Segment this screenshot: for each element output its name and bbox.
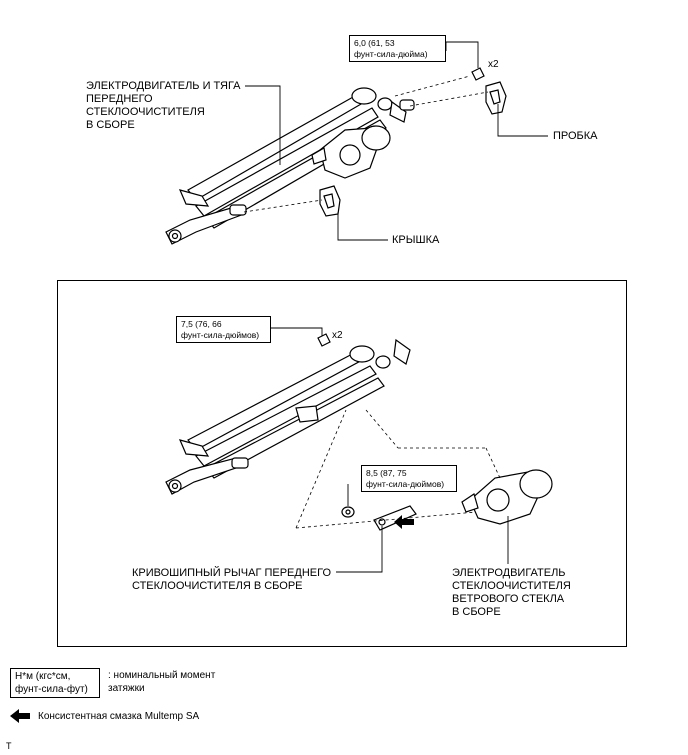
- plug-label: ПРОБКА: [553, 130, 598, 142]
- motor-label: ЭЛЕКТРОДВИГАТЕЛЬ СТЕКЛООЧИСТИТЕЛЯ ВЕТРОВ…: [452, 567, 571, 618]
- torque-callout-bolt: 7,5 (76, 66 фунт-сила-дюймов): [176, 316, 271, 343]
- legend-torque-units: Н*м (кгс*см, фунт-сила-фут): [10, 668, 100, 698]
- detail-crank-arm: [373, 505, 417, 531]
- footer-mark: T: [6, 741, 12, 751]
- detail-frame: [57, 280, 627, 647]
- detail-bolt: [317, 333, 331, 347]
- detail-motor: [461, 469, 553, 525]
- top-plug: [485, 81, 507, 115]
- top-bolt: [471, 67, 485, 81]
- crank-arm-label: КРИВОШИПНЫЙ РЫЧАГ ПЕРЕДНЕГО СТЕКЛООЧИСТИ…: [132, 567, 332, 592]
- top-cover: [319, 185, 341, 217]
- torque-callout-nut: 8,5 (87, 75 фунт-сила-дюймов): [361, 465, 457, 492]
- detail-linkage: [165, 338, 411, 495]
- qty-detail: x2: [332, 330, 343, 341]
- qty-top: x2: [488, 59, 499, 70]
- grease-arrow: [394, 515, 414, 529]
- detail-nut: [341, 506, 355, 518]
- top-motor: [311, 125, 391, 179]
- cover-label: КРЫШКА: [392, 234, 440, 246]
- legend-grease-text: Консистентная смазка Multemp SA: [38, 711, 200, 722]
- legend-grease-icon: [10, 709, 30, 723]
- torque-callout-top: 6,0 (61, 53 фунт-сила-дюйма): [349, 35, 446, 62]
- legend-torque-desc: : номинальный момент затяжки: [108, 670, 216, 694]
- assembly-label: ЭЛЕКТРОДВИГАТЕЛЬ И ТЯГА ПЕРЕДНЕГО СТЕКЛО…: [86, 80, 241, 131]
